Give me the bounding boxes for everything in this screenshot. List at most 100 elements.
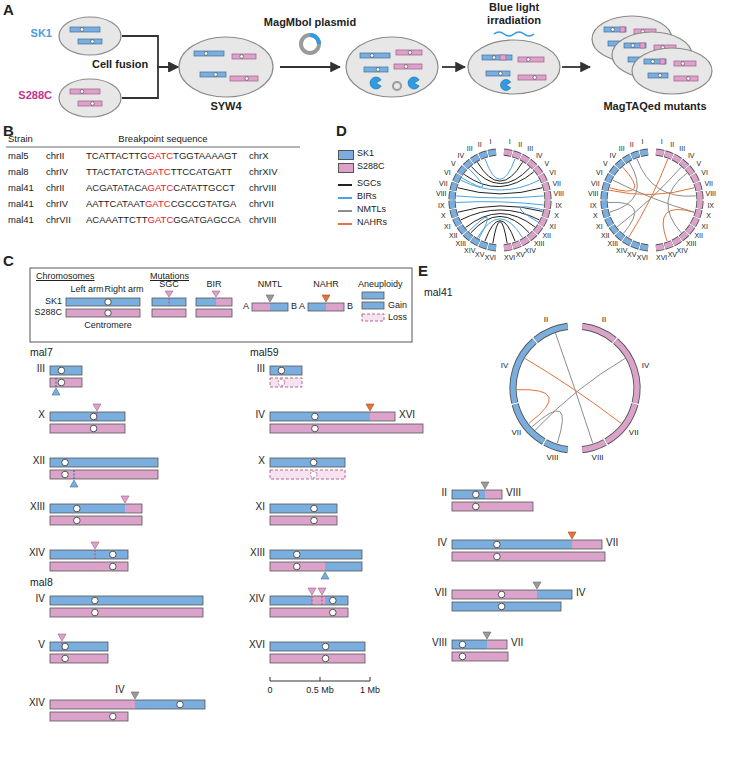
label: X (258, 455, 265, 467)
label: IV (609, 152, 616, 160)
centromere (330, 597, 337, 604)
label: VII (629, 428, 639, 437)
label: X (554, 212, 559, 220)
centromere (58, 379, 65, 386)
chromosome-arc-outline (617, 162, 623, 167)
plasmid-ring (301, 35, 319, 53)
label: III (527, 145, 533, 153)
label: Cell fusion (92, 58, 148, 71)
label: VII (606, 537, 618, 549)
centromere (408, 51, 412, 55)
label: VIII (432, 637, 447, 649)
label: IV (36, 593, 45, 605)
mutation-marker (321, 572, 329, 579)
rearrangement-chord (456, 196, 544, 198)
restriction-site: GATC (145, 166, 171, 177)
chromosome-outline (452, 640, 507, 649)
chromosome-arc-outline (529, 233, 535, 238)
chromosome-arc-outline (521, 157, 528, 161)
centromere (240, 55, 244, 59)
label: XIV (249, 593, 265, 605)
chromosome-outline (50, 712, 128, 721)
centromere (58, 367, 65, 374)
chromosome-arc-outline (480, 154, 487, 157)
chromosome-arc-outline (472, 157, 479, 161)
label: II (518, 141, 522, 149)
chromosome-bar (50, 700, 135, 709)
centromere (214, 73, 218, 77)
centromere (681, 62, 685, 66)
label: BIR (206, 279, 221, 289)
label: II (670, 141, 674, 149)
chromosome-arc (688, 168, 693, 174)
rearrangement-chord (520, 207, 543, 222)
label: IV (501, 361, 509, 370)
label: chrIV (46, 167, 68, 178)
label: MagMbol plasmid (264, 16, 356, 29)
chromosome-outline (452, 490, 502, 499)
chromosome-arc-outline (605, 210, 607, 218)
label: II (602, 315, 606, 324)
label: 1 Mb (360, 685, 380, 695)
chromosome-arc (582, 326, 614, 340)
label: chrX (249, 151, 269, 162)
label: VIII (506, 487, 521, 499)
magmbol-enzyme (370, 77, 381, 89)
restriction-site: GATC (148, 214, 174, 225)
rearrangement-chord (668, 173, 687, 233)
centromere (322, 643, 329, 650)
label: XII (449, 232, 458, 240)
label: VIII (436, 190, 447, 198)
centromere (62, 655, 69, 662)
centromere (533, 76, 537, 80)
rearrangement-chord (535, 359, 625, 431)
mutation-marker (93, 404, 101, 411)
label: XV (627, 251, 636, 259)
chromosome-outline (50, 424, 125, 433)
mutation-marker (165, 291, 173, 297)
mutation-marker (483, 632, 491, 639)
mutation-marker (568, 532, 576, 539)
cell-label: MagTAQed mutants (590, 100, 720, 113)
chromosome-outline (252, 303, 288, 311)
label: IV (688, 152, 695, 160)
label: III (619, 145, 625, 153)
rearrangement-chord (610, 162, 638, 212)
chromosome-arc (582, 442, 605, 449)
label: V (696, 160, 701, 168)
cell-drawing (58, 78, 122, 118)
sequence-flank: TGGTAAAAGT (173, 150, 237, 161)
exchanged-segment (640, 43, 645, 48)
label: XIII (30, 501, 45, 513)
chromosome-arc-outline (600, 192, 608, 200)
label: I (661, 138, 663, 146)
chromosome-arc-outline (673, 157, 680, 161)
chromosome-arc (545, 210, 547, 218)
label: SGC (159, 279, 179, 289)
label: XI (596, 223, 603, 231)
chromosome-arc (616, 341, 637, 403)
chromosome-outline (50, 470, 158, 479)
chromosome-outline (270, 504, 337, 513)
chromosome-arc (665, 244, 672, 247)
chromosome-arc (480, 244, 487, 247)
cell-node: SK1 (58, 16, 122, 56)
chromosome-arc-outline (536, 226, 541, 232)
cell-outline (346, 37, 438, 97)
exchanged-segment (620, 27, 625, 32)
label: NMTL (258, 279, 283, 289)
chromosome-bar (270, 458, 345, 467)
rearrangement-chord (609, 188, 694, 195)
sequence-flank: TTCCATGATT (171, 166, 232, 177)
centromere (492, 56, 496, 60)
chromosome (674, 76, 698, 81)
legend-label: SK1 (357, 148, 374, 158)
chromosome-arc (536, 168, 541, 174)
plasmid-ring (393, 82, 401, 90)
chromosome-arc-outline (665, 154, 672, 157)
chromosome (648, 73, 668, 78)
chromosome-arc (456, 175, 460, 182)
label: X (441, 212, 446, 220)
cell-label: SK1 (31, 27, 52, 40)
